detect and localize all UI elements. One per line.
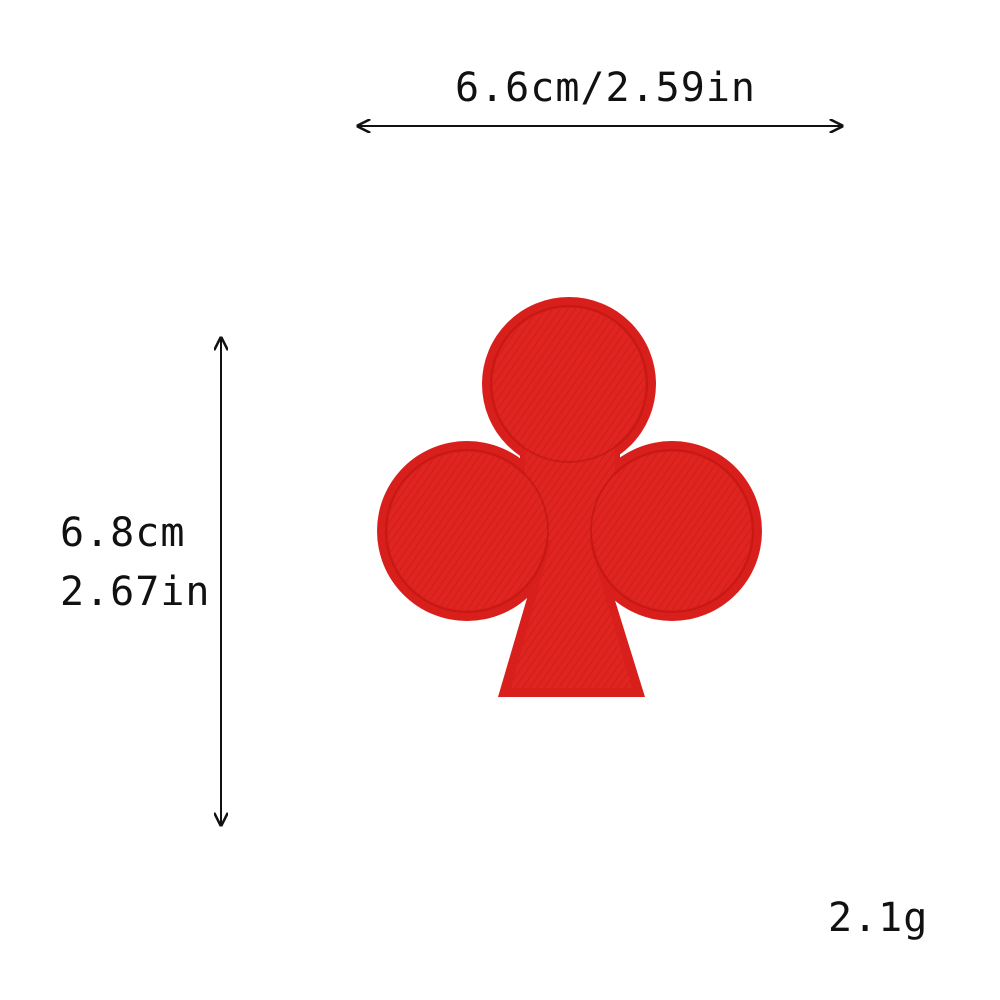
width-label: 6.6cm/2.59in <box>455 65 756 111</box>
club-suit-icon <box>377 297 762 697</box>
height-label-cm: 6.8cm <box>60 510 186 556</box>
height-label-in: 2.67in <box>60 569 211 615</box>
weight-label: 2.1g <box>828 895 929 941</box>
